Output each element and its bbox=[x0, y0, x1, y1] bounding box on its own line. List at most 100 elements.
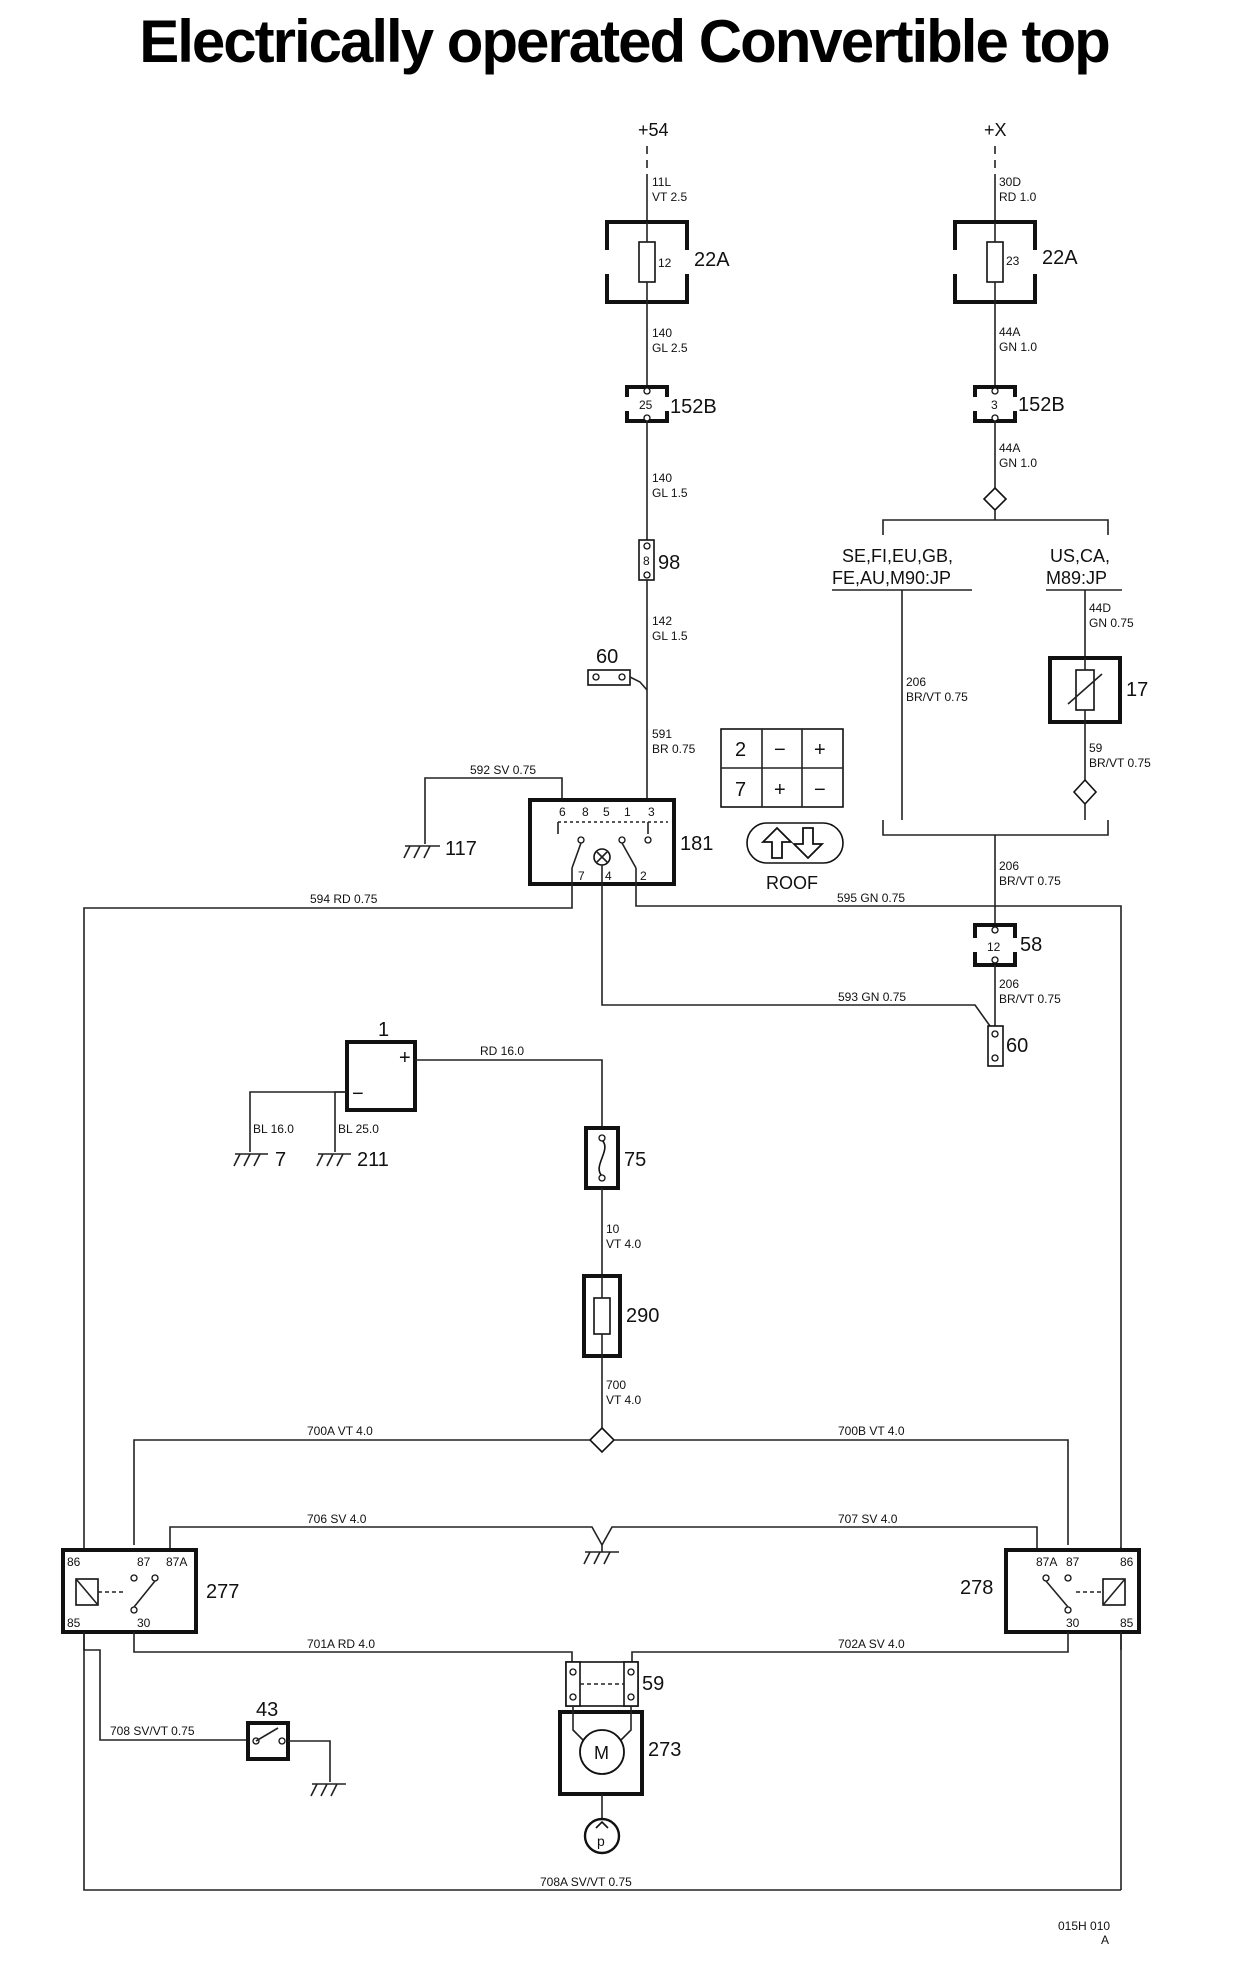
wire-700-spec: VT 4.0 bbox=[606, 1393, 641, 1407]
connector-59-id: 59 bbox=[642, 1673, 664, 1695]
wire-44D-code: 44D bbox=[1089, 601, 1111, 615]
wire-44A-b-spec: GN 1.0 bbox=[999, 456, 1037, 470]
supply-label-54: +54 bbox=[638, 120, 669, 140]
fuse-75 bbox=[584, 1126, 620, 1190]
connector-152b-left-pin: 25 bbox=[639, 398, 653, 412]
wire-708-label: 708 SV/VT 0.75 bbox=[110, 1724, 195, 1738]
arrow-down-icon bbox=[791, 827, 825, 860]
motor-273: M bbox=[558, 1706, 644, 1796]
splice-diamond-17 bbox=[1072, 778, 1098, 806]
wire-700-code: 700 bbox=[606, 1378, 626, 1392]
variant-brace bbox=[882, 519, 1109, 535]
fuse-22a-right: 23 bbox=[952, 220, 1038, 304]
wire-206-c-spec: BR/VT 0.75 bbox=[999, 992, 1061, 1006]
wire-206-a-spec: BR/VT 0.75 bbox=[906, 690, 968, 704]
wire-708A-label: 708A SV/VT 0.75 bbox=[540, 1875, 632, 1889]
relay-278-pin-30: 30 bbox=[1066, 1616, 1080, 1630]
wire-44A-b-code: 44A bbox=[999, 441, 1020, 455]
limit-switch-43 bbox=[246, 1721, 290, 1761]
switch-181-pin-2: 2 bbox=[640, 869, 647, 883]
roof-label: ROOF bbox=[766, 873, 818, 893]
wire-700B bbox=[614, 1439, 1069, 1545]
wire-700B-label: 700B VT 4.0 bbox=[838, 1424, 905, 1438]
wire-10-code: 10 bbox=[606, 1222, 620, 1236]
switch-181-id: 181 bbox=[680, 833, 713, 855]
wire-701A bbox=[133, 1632, 573, 1665]
table-cell-r2c3: − bbox=[814, 779, 826, 801]
circuit-breaker-290 bbox=[582, 1274, 622, 1358]
connector-58-pin: 12 bbox=[987, 940, 1001, 954]
wire-44D-spec: GN 0.75 bbox=[1089, 616, 1134, 630]
connector-59 bbox=[565, 1661, 639, 1707]
roof-button-icon bbox=[746, 822, 844, 864]
variant-right-line2: M89:JP bbox=[1046, 568, 1107, 588]
wire-707 bbox=[601, 1526, 1038, 1550]
variant-brace-lower bbox=[882, 820, 1109, 836]
roof-switch-181: 6 8 5 1 3 7 4 2 bbox=[528, 798, 676, 886]
wire-11L-code: 11L bbox=[652, 175, 671, 189]
wire-142-spec: GL 1.5 bbox=[652, 629, 688, 643]
ground-211-icon bbox=[316, 1153, 351, 1167]
splice-60-lower-id: 60 bbox=[1006, 1035, 1028, 1057]
wire-140-a-code: 140 bbox=[652, 326, 672, 340]
battery-minus: − bbox=[352, 1083, 364, 1105]
ground-211-id: 211 bbox=[357, 1149, 389, 1171]
ground-7-id: 7 bbox=[275, 1149, 286, 1171]
wire-140-a-spec: GL 2.5 bbox=[652, 341, 688, 355]
wire-593-label: 593 GN 0.75 bbox=[838, 990, 906, 1004]
connector-152b-left-id: 152B bbox=[670, 396, 717, 418]
wire-593 bbox=[601, 884, 991, 1027]
switch-181-pin-4: 4 bbox=[605, 869, 612, 883]
wire-10-spec: VT 4.0 bbox=[606, 1237, 641, 1251]
wire-140-b-code: 140 bbox=[652, 471, 672, 485]
wire-30D-spec: RD 1.0 bbox=[999, 190, 1037, 204]
motor-273-id: 273 bbox=[648, 1739, 681, 1761]
relay-278-pin-86: 86 bbox=[1120, 1555, 1134, 1569]
table-cell-r2c2: + bbox=[774, 779, 786, 801]
relay-277-pin-30: 30 bbox=[137, 1616, 151, 1630]
switch-181-pin-3: 3 bbox=[648, 805, 655, 819]
table-cell-r1c3: + bbox=[814, 739, 826, 761]
splice-diamond-upper bbox=[982, 486, 1008, 512]
wire-RD16 bbox=[415, 1059, 603, 1128]
ground-117-icon bbox=[403, 845, 440, 859]
splice-60-upper-id: 60 bbox=[596, 646, 618, 668]
wire-591-spec: BR 0.75 bbox=[652, 742, 696, 756]
wire-RD16-label: RD 16.0 bbox=[480, 1044, 524, 1058]
wire-BL25 bbox=[334, 1091, 347, 1152]
wire-594-708A bbox=[83, 884, 1121, 1891]
fuse-22a-left: 12 bbox=[604, 220, 690, 304]
wire-707-label: 707 SV 4.0 bbox=[838, 1512, 898, 1526]
wire-592 bbox=[424, 777, 563, 844]
switch-181-pin-5: 5 bbox=[603, 805, 610, 819]
wire-BL16 bbox=[249, 1091, 347, 1152]
pressure-sensor-icon: p bbox=[583, 1817, 621, 1855]
supply-label-x: +X bbox=[984, 120, 1007, 140]
ground-7-icon bbox=[233, 1153, 268, 1167]
wire-30D-code: 30D bbox=[999, 175, 1021, 189]
wire-BL25-label: BL 25.0 bbox=[338, 1122, 379, 1136]
wire-BL16-label: BL 16.0 bbox=[253, 1122, 294, 1136]
fuse-22a-right-id: 22A bbox=[1042, 247, 1078, 269]
connector-152b-right: 3 bbox=[972, 385, 1018, 423]
wire-706-label: 706 SV 4.0 bbox=[307, 1512, 367, 1526]
wire-206-b-spec: BR/VT 0.75 bbox=[999, 874, 1061, 888]
wire-595-label: 595 GN 0.75 bbox=[837, 891, 905, 905]
arrow-up-icon bbox=[760, 826, 794, 859]
wire-43-ground bbox=[288, 1740, 331, 1782]
relay-278-pin-87A: 87A bbox=[1036, 1555, 1057, 1569]
wire-595 bbox=[635, 884, 1122, 1549]
wire-706 bbox=[169, 1526, 603, 1550]
wire-206-c-code: 206 bbox=[999, 977, 1019, 991]
wire-59-code: 59 bbox=[1089, 741, 1103, 755]
table-cell-r1c1: 2 bbox=[735, 739, 746, 761]
figure-code: 015H 010 bbox=[1058, 1919, 1110, 1933]
fuse-22a-right-pin: 23 bbox=[1006, 254, 1020, 268]
ground-43-icon bbox=[310, 1783, 346, 1797]
relay-277-pin-87A: 87A bbox=[166, 1555, 187, 1569]
page-title: Electrically operated Convertible top bbox=[139, 8, 1111, 75]
component-17-id: 17 bbox=[1126, 679, 1148, 701]
connector-98-id: 98 bbox=[658, 552, 680, 574]
switch-181-pin-8: 8 bbox=[582, 805, 589, 819]
